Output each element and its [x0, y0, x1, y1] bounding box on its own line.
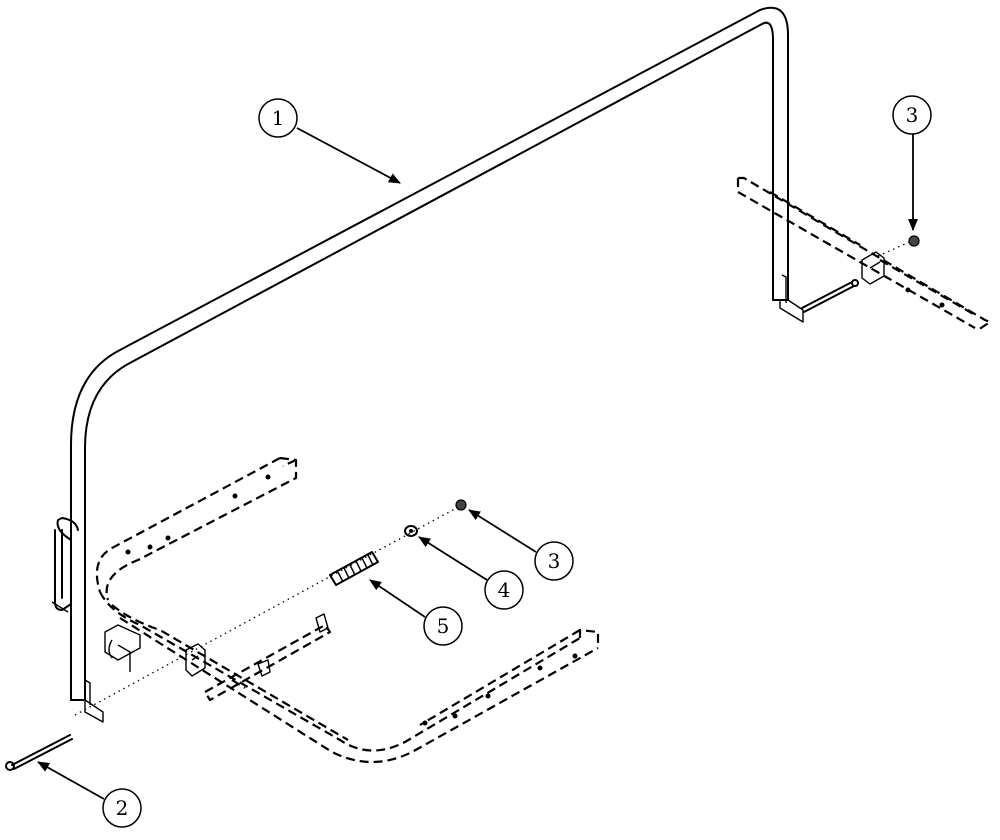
- callout-3-top-label: 3: [906, 103, 919, 127]
- nut: [455, 235, 920, 511]
- callout-3-mid-label: 3: [548, 549, 561, 573]
- right-frame-dashed: [736, 176, 992, 331]
- handle-bar: [51, 6, 804, 723]
- frame-reference-dashed: [95, 456, 600, 764]
- callout-1: 1: [258, 98, 401, 184]
- callout-2: 2: [37, 761, 142, 828]
- pin-bolt: [5, 734, 73, 771]
- callout-5-label: 5: [437, 614, 450, 638]
- callout-5: 5: [369, 579, 463, 646]
- callout-3-top: 3: [892, 95, 932, 231]
- callout-2-label: 2: [116, 796, 129, 820]
- callout-4-label: 4: [498, 578, 511, 602]
- left-mount-brackets: [104, 613, 329, 677]
- spring: [329, 551, 379, 586]
- callout-1-label: 1: [272, 106, 285, 130]
- alignment-lines: [74, 239, 915, 716]
- washer: [404, 525, 418, 537]
- callout-3-mid: 3: [468, 509, 574, 581]
- callout-4: 4: [418, 536, 524, 610]
